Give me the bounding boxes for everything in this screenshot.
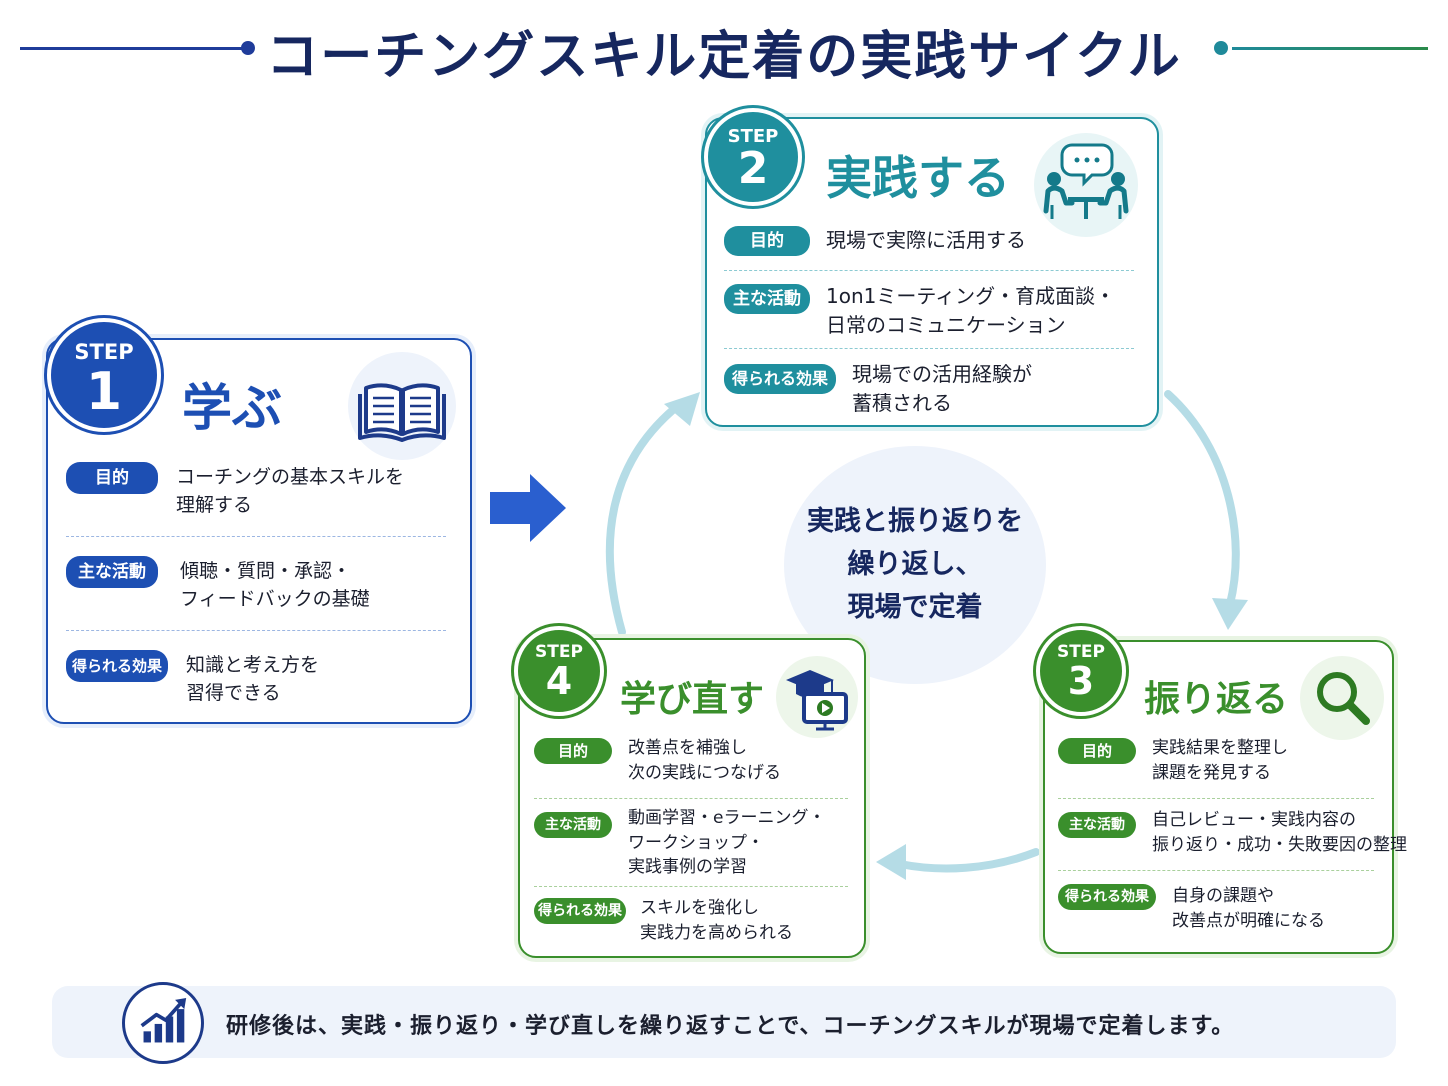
step2-activity-pill: 主な活動	[724, 284, 810, 314]
step4-effect-line-2: 実践力を高められる	[640, 922, 793, 943]
step1-number: 1	[85, 362, 123, 422]
step4-effect-pill: 得られる効果	[534, 898, 626, 924]
step4-purpose-line-1: 改善点を補強し	[628, 738, 747, 758]
step1-effect-text: 知識と考え方を 習得できる	[186, 652, 319, 707]
step3-effect-pill: 得られる効果	[1058, 884, 1156, 910]
step4-effect-line-1: スキルを強化し	[640, 898, 759, 918]
arc-step3-to-step4-head	[876, 844, 906, 880]
title-line-right	[1232, 47, 1428, 50]
step3-divider-1	[1058, 798, 1374, 799]
step2-activity-line-1: 1on1ミーティング・育成面談・	[826, 284, 1116, 308]
step3-number: 3	[1067, 659, 1095, 703]
step4-effect-text: スキルを強化し 実践力を高められる	[640, 896, 793, 945]
step4-purpose-text: 改善点を補強し 次の実践につなげる	[628, 736, 781, 785]
step1-activity-text: 傾聴・質問・承認・ フィードバックの基礎	[180, 558, 370, 613]
step1-purpose-line-1: コーチングの基本スキルを	[176, 466, 405, 488]
graduation-video-icon	[776, 656, 858, 738]
step1-activity-pill: 主な活動	[66, 556, 158, 588]
step4-activity-line-1: 動画学習・eラーニング・	[628, 808, 826, 828]
arc-step2-to-step3	[1164, 390, 1240, 608]
step2-activity-text: 1on1ミーティング・育成面談・ 日常のコミュニケーション	[826, 282, 1115, 340]
center-line-2: 繰り返し、	[847, 549, 983, 581]
conversation-icon	[1034, 133, 1138, 237]
title-dot-left	[241, 41, 255, 55]
step1-activity-line-1: 傾聴・質問・承認・	[180, 560, 352, 582]
title-area: コーチングスキル定着の実践サイクル	[0, 0, 1448, 100]
step2-effect-line-2: 蓄積される	[852, 391, 952, 415]
step1-purpose-line-2: 理解する	[176, 493, 253, 516]
title-line-left	[20, 47, 242, 50]
step4-purpose-line-2: 次の実践につなげる	[628, 762, 781, 783]
step1-step-label: STEP	[74, 340, 134, 364]
step2-divider-2	[724, 348, 1134, 349]
center-text: 実践と振り返りを 繰り返し、 現場で定着	[784, 500, 1046, 630]
step3-activity-line-2: 振り返り・成功・失敗要因の整理	[1152, 834, 1407, 855]
step3-activity-text: 自己レビュー・実践内容の 振り返り・成功・失敗要因の整理	[1152, 808, 1407, 857]
step4-purpose-pill: 目的	[534, 738, 612, 764]
step1-purpose-text: コーチングの基本スキルを 理解する	[176, 464, 404, 519]
step1-divider-1	[66, 536, 446, 537]
step2-activity-line-2: 日常のコミュニケーション	[826, 313, 1066, 337]
step1-badge: STEP 1	[47, 318, 161, 432]
step2-number: 2	[737, 143, 769, 194]
step3-divider-2	[1058, 870, 1374, 871]
step2-effect-text: 現場での活用経験が 蓄積される	[852, 360, 1032, 418]
step1-purpose-pill: 目的	[66, 462, 158, 494]
step4-activity-line-2: ワークショップ・	[628, 832, 764, 853]
step2-effect-line-1: 現場での活用経験が	[852, 362, 1032, 386]
step2-effect-pill: 得られる効果	[724, 364, 836, 394]
footer-text: 研修後は、実践・振り返り・学び直しを繰り返すことで、コーチングスキルが現場で定着…	[226, 1014, 1235, 1039]
step4-title: 学び直す	[620, 679, 765, 720]
step1-effect-line-1: 知識と考え方を	[186, 654, 320, 676]
step2-badge: STEP 2	[704, 108, 802, 206]
step3-effect-line-1: 自身の課題や	[1172, 886, 1274, 906]
step4-activity-text: 動画学習・eラーニング・ ワークショップ・ 実践事例の学習	[628, 806, 825, 880]
center-line-3: 現場で定着	[847, 592, 983, 624]
center-line-1: 実践と振り返りを	[807, 506, 1023, 537]
step3-title: 振り返る	[1144, 679, 1289, 720]
step4-activity-line-3: 実践事例の学習	[628, 857, 747, 878]
step4-divider-2	[534, 886, 848, 887]
step4-activity-pill: 主な活動	[534, 812, 612, 838]
step4-step-label: STEP	[535, 642, 583, 662]
step3-badge: STEP 3	[1036, 626, 1126, 716]
arc-step3-to-step4	[896, 848, 1040, 873]
title-dot-right	[1214, 41, 1228, 55]
step2-title: 実践する	[826, 151, 1010, 205]
magnifier-icon	[1300, 656, 1384, 740]
step1-effect-line-2: 習得できる	[186, 681, 281, 704]
step4-divider-1	[534, 798, 848, 799]
open-book-icon	[348, 352, 456, 460]
step2-divider-1	[724, 270, 1134, 271]
step3-purpose-text: 実践結果を整理し 課題を発見する	[1152, 736, 1288, 785]
step1-effect-pill: 得られる効果	[66, 650, 168, 682]
step3-purpose-pill: 目的	[1058, 738, 1136, 764]
arc-step2-to-step3-head	[1212, 598, 1248, 630]
step2-purpose-line-1: 現場で実際に活用する	[826, 228, 1026, 252]
step3-purpose-line-2: 課題を発見する	[1152, 762, 1271, 783]
growth-chart-icon	[122, 982, 204, 1064]
step1-to-cycle-arrow	[490, 474, 566, 542]
step2-step-label: STEP	[727, 126, 779, 147]
arc-step4-to-step2	[605, 400, 684, 636]
page-title: コーチングスキル定着の実践サイクル	[266, 27, 1182, 87]
step3-effect-line-2: 改善点が明確になる	[1172, 910, 1325, 931]
step2-purpose-pill: 目的	[724, 226, 810, 256]
step1-title: 学ぶ	[182, 379, 282, 437]
step1-divider-2	[66, 630, 446, 631]
step4-number: 4	[545, 659, 573, 703]
footer-banner	[52, 986, 1396, 1058]
arc-step4-to-step2-head	[664, 392, 700, 426]
step4-badge: STEP 4	[514, 626, 604, 716]
step1-activity-line-2: フィードバックの基礎	[180, 587, 370, 610]
step3-activity-pill: 主な活動	[1058, 812, 1136, 838]
step3-purpose-line-1: 実践結果を整理し	[1152, 738, 1288, 758]
step3-effect-text: 自身の課題や 改善点が明確になる	[1172, 884, 1325, 933]
step3-step-label: STEP	[1057, 642, 1105, 662]
step2-purpose-text: 現場で実際に活用する	[826, 226, 1026, 255]
step3-activity-line-1: 自己レビュー・実践内容の	[1152, 810, 1356, 830]
